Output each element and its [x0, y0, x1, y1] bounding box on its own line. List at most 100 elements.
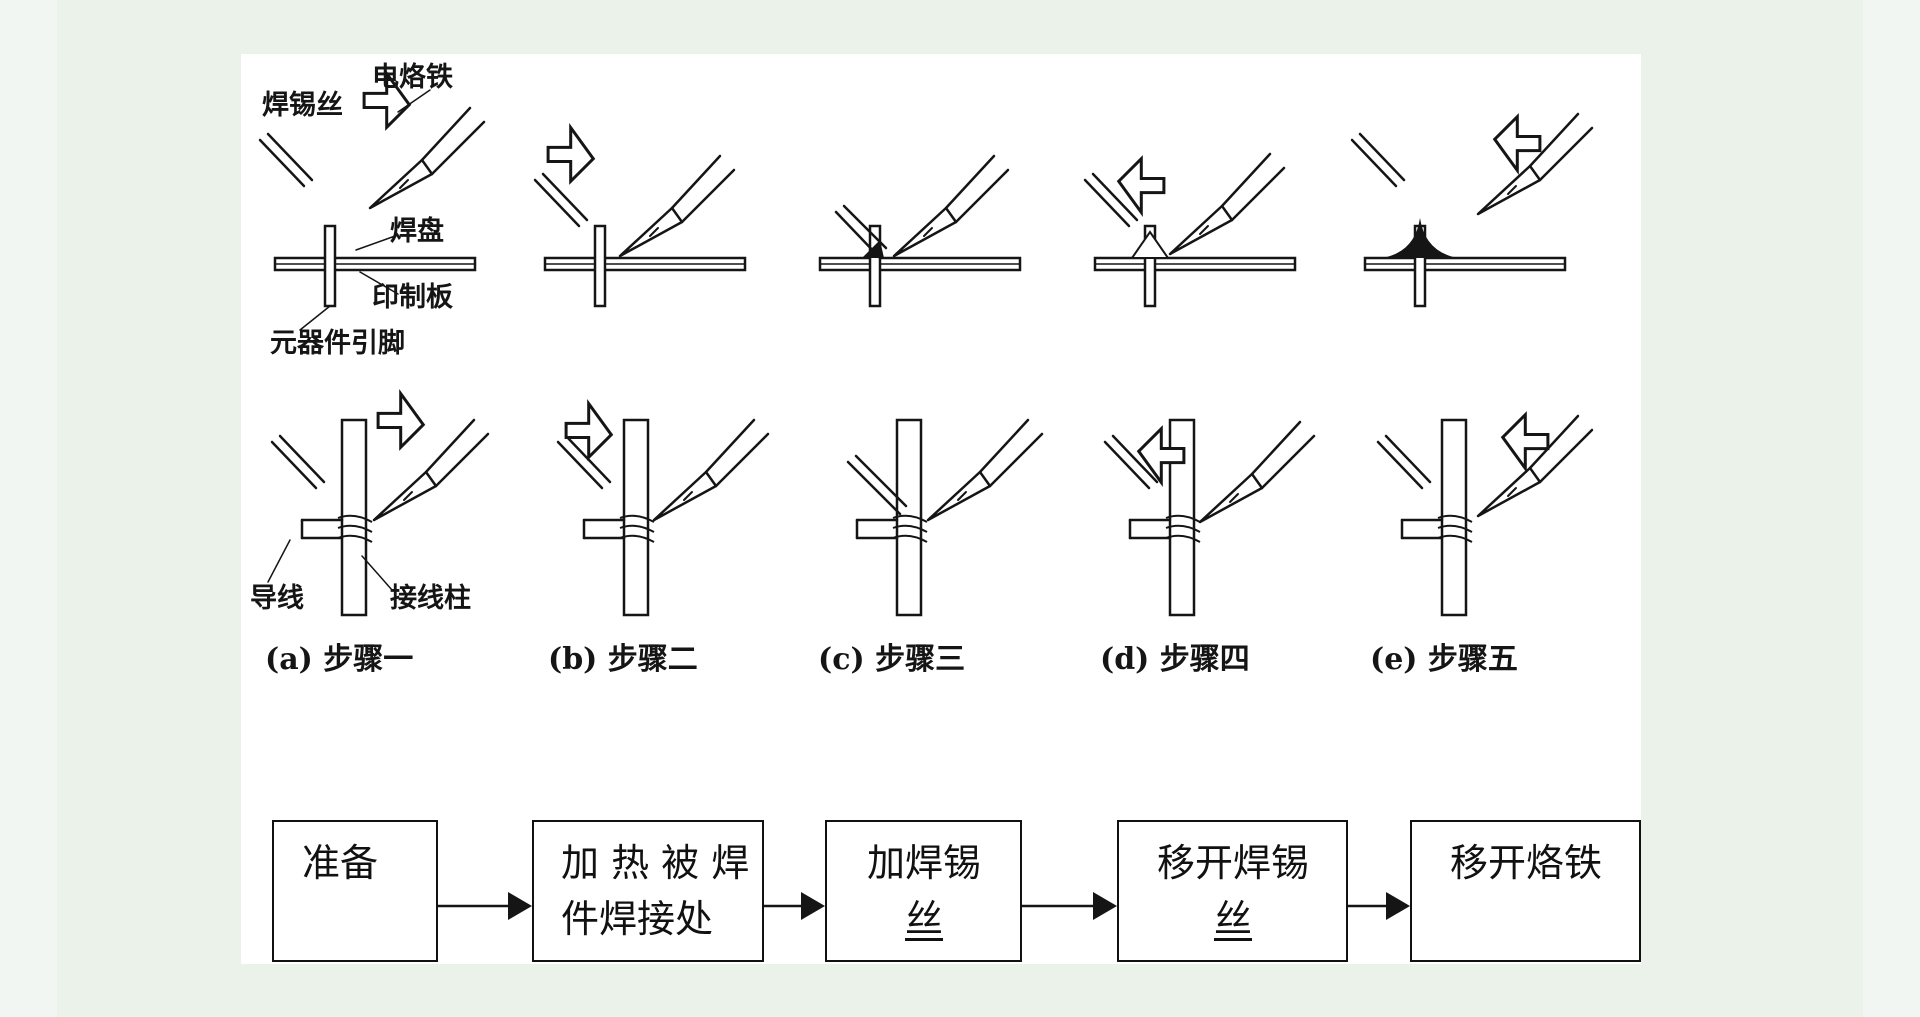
- soldering-iron: [1476, 466, 1542, 518]
- soldering-iron: [1528, 112, 1580, 168]
- solder-wire: [1376, 440, 1424, 490]
- direction-arrow: [376, 388, 426, 451]
- solder-wire: [1091, 172, 1139, 222]
- step-caption-a: (a) 步骤一: [265, 642, 414, 677]
- leader-line: [359, 271, 399, 295]
- soldering-iron: [652, 470, 718, 522]
- pcb-board: [593, 224, 607, 308]
- step-caption-d: (d) 步骤四: [1100, 642, 1250, 677]
- terminal-post: [1437, 514, 1473, 543]
- soldering-iron: [957, 491, 967, 501]
- soldering-iron: [1528, 414, 1580, 470]
- pcb-board: [868, 224, 882, 308]
- flow-box-text: 移开焊锡: [1157, 841, 1310, 885]
- soldering-iron: [424, 418, 476, 474]
- leader-line: [355, 235, 396, 251]
- soldering-iron: [683, 491, 693, 501]
- soldering-iron: [1507, 487, 1517, 497]
- flow-box-text: 移开烙铁: [1450, 841, 1603, 885]
- soldering-iron: [1260, 434, 1316, 490]
- solder-wire: [1103, 440, 1151, 490]
- soldering-iron: [434, 432, 490, 488]
- pcb-board: [1143, 224, 1157, 308]
- direction-arrow: [564, 398, 614, 461]
- solder-wire: [266, 132, 314, 182]
- solder-wire: [270, 440, 318, 490]
- soldering-iron: [1476, 164, 1542, 216]
- solder-wire: [258, 138, 306, 188]
- flow-box-text: 加焊锡: [867, 841, 982, 885]
- soldering-iron: [714, 432, 770, 488]
- flow-box-heat: 加 热 被 焊 件焊接处: [532, 820, 764, 962]
- flow-box-text: 加 热 被 焊: [561, 841, 750, 885]
- step-caption-b: (b) 步骤二: [548, 642, 698, 677]
- soldering-iron: [372, 470, 438, 522]
- soldering-iron: [1220, 152, 1272, 208]
- soldering-iron: [649, 227, 659, 237]
- flow-box-text: 丝: [905, 897, 944, 941]
- step-caption-e: (e) 步骤五: [1370, 642, 1518, 677]
- flow-arrowhead: [1093, 892, 1117, 920]
- flow-arrowhead: [801, 892, 825, 920]
- flow-box-text: 丝: [1214, 897, 1253, 941]
- solder-wire: [533, 178, 581, 228]
- direction-arrow: [1136, 425, 1186, 488]
- soldering-iron: [988, 432, 1044, 488]
- solder-wire: [846, 460, 902, 516]
- flow-arrowhead: [1386, 892, 1410, 920]
- soldering-iron: [944, 154, 996, 210]
- solder-wire: [278, 434, 326, 484]
- soldering-iron: [892, 206, 958, 258]
- label-component-lead: 元器件引脚: [270, 328, 405, 359]
- soldering-iron: [368, 158, 434, 210]
- soldering-iron: [1198, 472, 1264, 524]
- soldering-iron: [1250, 420, 1302, 476]
- soldering-iron: [923, 227, 933, 237]
- flow-box-prepare: 准备: [272, 820, 438, 962]
- flow-arrowhead: [508, 892, 532, 920]
- direction-arrow: [1500, 411, 1550, 474]
- solder-fillet: [1382, 218, 1458, 258]
- soldering-iron: [403, 491, 413, 501]
- solder-blob: [862, 240, 884, 258]
- leader-line: [397, 89, 431, 113]
- leader-line: [361, 555, 393, 591]
- terminal-post: [619, 514, 655, 543]
- pcb-board: [323, 224, 337, 308]
- flow-box-text: 件焊接处: [561, 897, 714, 941]
- flow-box-add-solder: 加焊锡 丝: [825, 820, 1022, 962]
- soldering-iron: [1229, 493, 1239, 503]
- flow-box-text: 准备: [302, 841, 379, 885]
- label-wire: 导线: [250, 583, 304, 614]
- direction-arrow: [546, 122, 596, 185]
- solder-wire: [1350, 138, 1398, 188]
- soldering-iron: [1538, 428, 1594, 484]
- leader-line: [299, 305, 331, 331]
- soldering-iron: [704, 418, 756, 474]
- label-soldering-iron: 电烙铁: [372, 62, 453, 93]
- soldering-iron: [1230, 166, 1286, 222]
- soldering-iron: [1199, 225, 1209, 235]
- soldering-iron: [1538, 126, 1594, 182]
- label-pcb: 印制板: [372, 282, 453, 313]
- flow-box-remove-solder: 移开焊锡 丝: [1117, 820, 1348, 962]
- flow-box-remove-iron: 移开烙铁: [1410, 820, 1641, 962]
- direction-arrow: [1492, 113, 1542, 176]
- direction-arrow: [1116, 155, 1166, 218]
- step-caption-c: (c) 步骤三: [818, 642, 966, 677]
- label-terminal: 接线柱: [390, 583, 471, 614]
- soldering-iron: [680, 168, 736, 224]
- soldering-iron: [618, 206, 684, 258]
- solder-wire: [1358, 132, 1406, 182]
- solder-wire: [556, 440, 604, 490]
- soldering-iron: [978, 418, 1030, 474]
- soldering-iron: [670, 154, 722, 210]
- soldering-iron: [954, 168, 1010, 224]
- terminal-post: [337, 514, 373, 543]
- direction-arrow: [362, 68, 412, 131]
- leader-line: [267, 539, 291, 583]
- solder-wire: [854, 454, 908, 508]
- label-solder-wire: 焊锡丝: [262, 90, 343, 121]
